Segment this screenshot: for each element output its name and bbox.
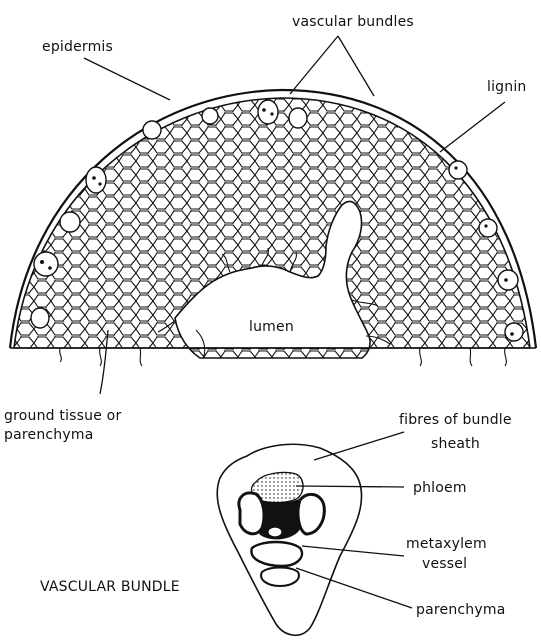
protoxylem-cell <box>268 527 282 537</box>
label-vascular-bundle-title: VASCULAR BUNDLE <box>40 578 180 596</box>
vascular-bundle-marker <box>86 167 106 193</box>
label-parenchyma: parenchyma <box>416 601 505 619</box>
lower-parenchyma-cell-1 <box>251 542 302 566</box>
epidermis-leader <box>84 58 170 100</box>
vascular-bundle-marker <box>449 161 467 179</box>
label-fibres-line2: sheath <box>431 435 480 453</box>
vascular-bundles-leader-1 <box>290 36 338 94</box>
vascular-bundle-marker <box>34 252 58 276</box>
label-fibres-line1: fibres of bundle <box>399 411 512 429</box>
label-metaxylem-line1: metaxylem <box>406 535 487 553</box>
label-lumen: lumen <box>249 318 294 336</box>
vascular-bundle-marker <box>289 108 307 128</box>
fibres-leader <box>314 432 404 460</box>
label-vascular-bundles: vascular bundles <box>292 13 414 31</box>
vascular-bundle-marker <box>505 323 523 341</box>
vascular-bundle-marker <box>143 121 161 139</box>
label-ground-tissue-line1: ground tissue or <box>4 407 121 425</box>
label-phloem: phloem <box>413 479 467 497</box>
lignin-leader <box>440 102 505 152</box>
vascular-bundles-leader-2 <box>338 36 374 96</box>
label-metaxylem-line2: vessel <box>422 555 467 573</box>
vascular-bundle-marker <box>479 219 497 237</box>
vascular-bundle-marker <box>258 100 278 124</box>
vascular-bundle-marker <box>31 308 49 328</box>
vascular-bundle-marker <box>498 270 518 290</box>
label-lignin: lignin <box>487 78 527 96</box>
vascular-bundle-marker <box>202 108 218 124</box>
label-ground-tissue-line2: parenchyma <box>4 426 93 444</box>
label-epidermis: epidermis <box>42 38 113 56</box>
metaxylem-vessel-left <box>239 493 264 534</box>
lower-parenchyma-cell-2 <box>261 568 299 587</box>
vascular-bundle-marker <box>60 212 80 232</box>
vascular-bundle-detail <box>217 444 361 635</box>
